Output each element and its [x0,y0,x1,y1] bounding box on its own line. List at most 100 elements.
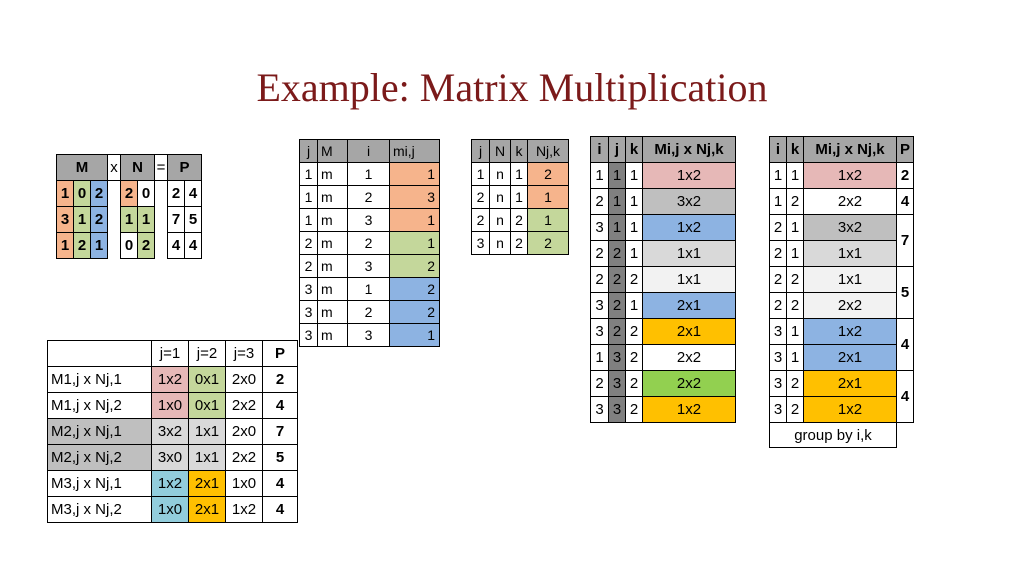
table-header: M [317,139,348,163]
m-cell: 0 [73,180,91,207]
p-value: 4 [896,188,914,215]
p-cell: 5 [184,206,202,233]
table-cell: 2 [608,240,626,267]
table-cell: 1 [786,344,804,371]
n-cell: 0 [120,232,138,259]
matrix-n-label: N [120,154,155,181]
table-cell: 2 [590,188,609,215]
table-cell: 3 [347,208,390,232]
table-cell: 0x1 [188,392,226,419]
table-cell: 1 [625,240,643,267]
table-cell: 2 [608,292,626,319]
p-cell: 4 [184,180,202,207]
table-header: i [590,136,609,163]
table-cell: m [317,300,348,324]
table-header: j [299,139,318,163]
table-cell: m [317,208,348,232]
table-cell: 3 [590,292,609,319]
table-cell: 1 [769,188,787,215]
table-cell: 3 [590,396,609,423]
table-cell: 1 [590,344,609,371]
table-header: i [347,139,390,163]
table-cell: 2 [608,318,626,345]
row-label: M2,j x Nj,1 [47,418,152,445]
table-cell: 3 [769,370,787,397]
table-header: j [471,139,490,163]
table-cell: 1 [786,214,804,241]
table-cell: 2 [769,266,787,293]
table-cell: 1x2 [642,396,736,423]
m-cell: 2 [90,206,108,233]
table-cell: 2 [590,240,609,267]
table-cell: 1 [625,162,643,189]
table-header: Mi,j x Nj,k [803,136,897,163]
table-cell: 1x2 [803,318,897,345]
table-cell: 2 [527,162,569,186]
row-label: M1,j x Nj,1 [47,366,152,393]
p-cell: 4 [167,232,185,259]
table-cell: 2 [389,254,440,278]
table-cell: 3x0 [151,444,189,471]
n-cell: 0 [137,180,155,207]
table-cell: 3x2 [151,418,189,445]
table-cell: 2x2 [803,188,897,215]
table-cell: 1x0 [151,496,189,523]
table-cell: 1 [389,208,440,232]
row-label: M2,j x Nj,2 [47,444,152,471]
table-cell: 0x1 [188,366,226,393]
table-header: k [786,136,804,163]
table-cell: 2 [527,231,569,255]
m-cell: 2 [73,232,91,259]
table-cell: 2 [299,254,318,278]
table-header: N [489,139,511,163]
table-cell: 3 [769,344,787,371]
p-cell: 4 [184,232,202,259]
table-cell: n [489,231,511,255]
table-cell: 1 [786,162,804,189]
table-cell: 1 [389,231,440,255]
table-cell: 1 [389,162,440,186]
table-cell: 1 [608,188,626,215]
table-cell: 2x0 [225,366,263,393]
table-cell: 3 [299,300,318,324]
table-cell: 2 [786,370,804,397]
products-table: j=1 j=2 j=3 P M1,j x Nj,1 1x2 0x1 2x0 2 … [47,340,298,523]
table-cell: 2 [786,188,804,215]
table-cell: 2 [786,292,804,319]
table-header: j=1 [151,340,189,367]
table-header: k [510,139,528,163]
table-cell: 1 [527,185,569,209]
table-cell: m [317,231,348,255]
table-cell: 1 [625,214,643,241]
table-cell: 1x0 [151,392,189,419]
table-cell: 3x2 [803,214,897,241]
p-value: 5 [896,266,914,319]
table-cell: 1x1 [803,266,897,293]
group-by-caption: group by i,k [769,422,897,448]
p-value: 4 [896,318,914,371]
p-value: 5 [262,444,298,471]
times-sign: x [107,154,121,181]
table-cell: 1 [299,208,318,232]
table-cell: 1x2 [642,214,736,241]
table-cell: 1 [769,162,787,189]
table-cell: 2 [625,344,643,371]
table-header: j [608,136,626,163]
m-cell: 3 [56,206,74,233]
table-cell: m [317,254,348,278]
table-cell: 1x1 [803,240,897,267]
